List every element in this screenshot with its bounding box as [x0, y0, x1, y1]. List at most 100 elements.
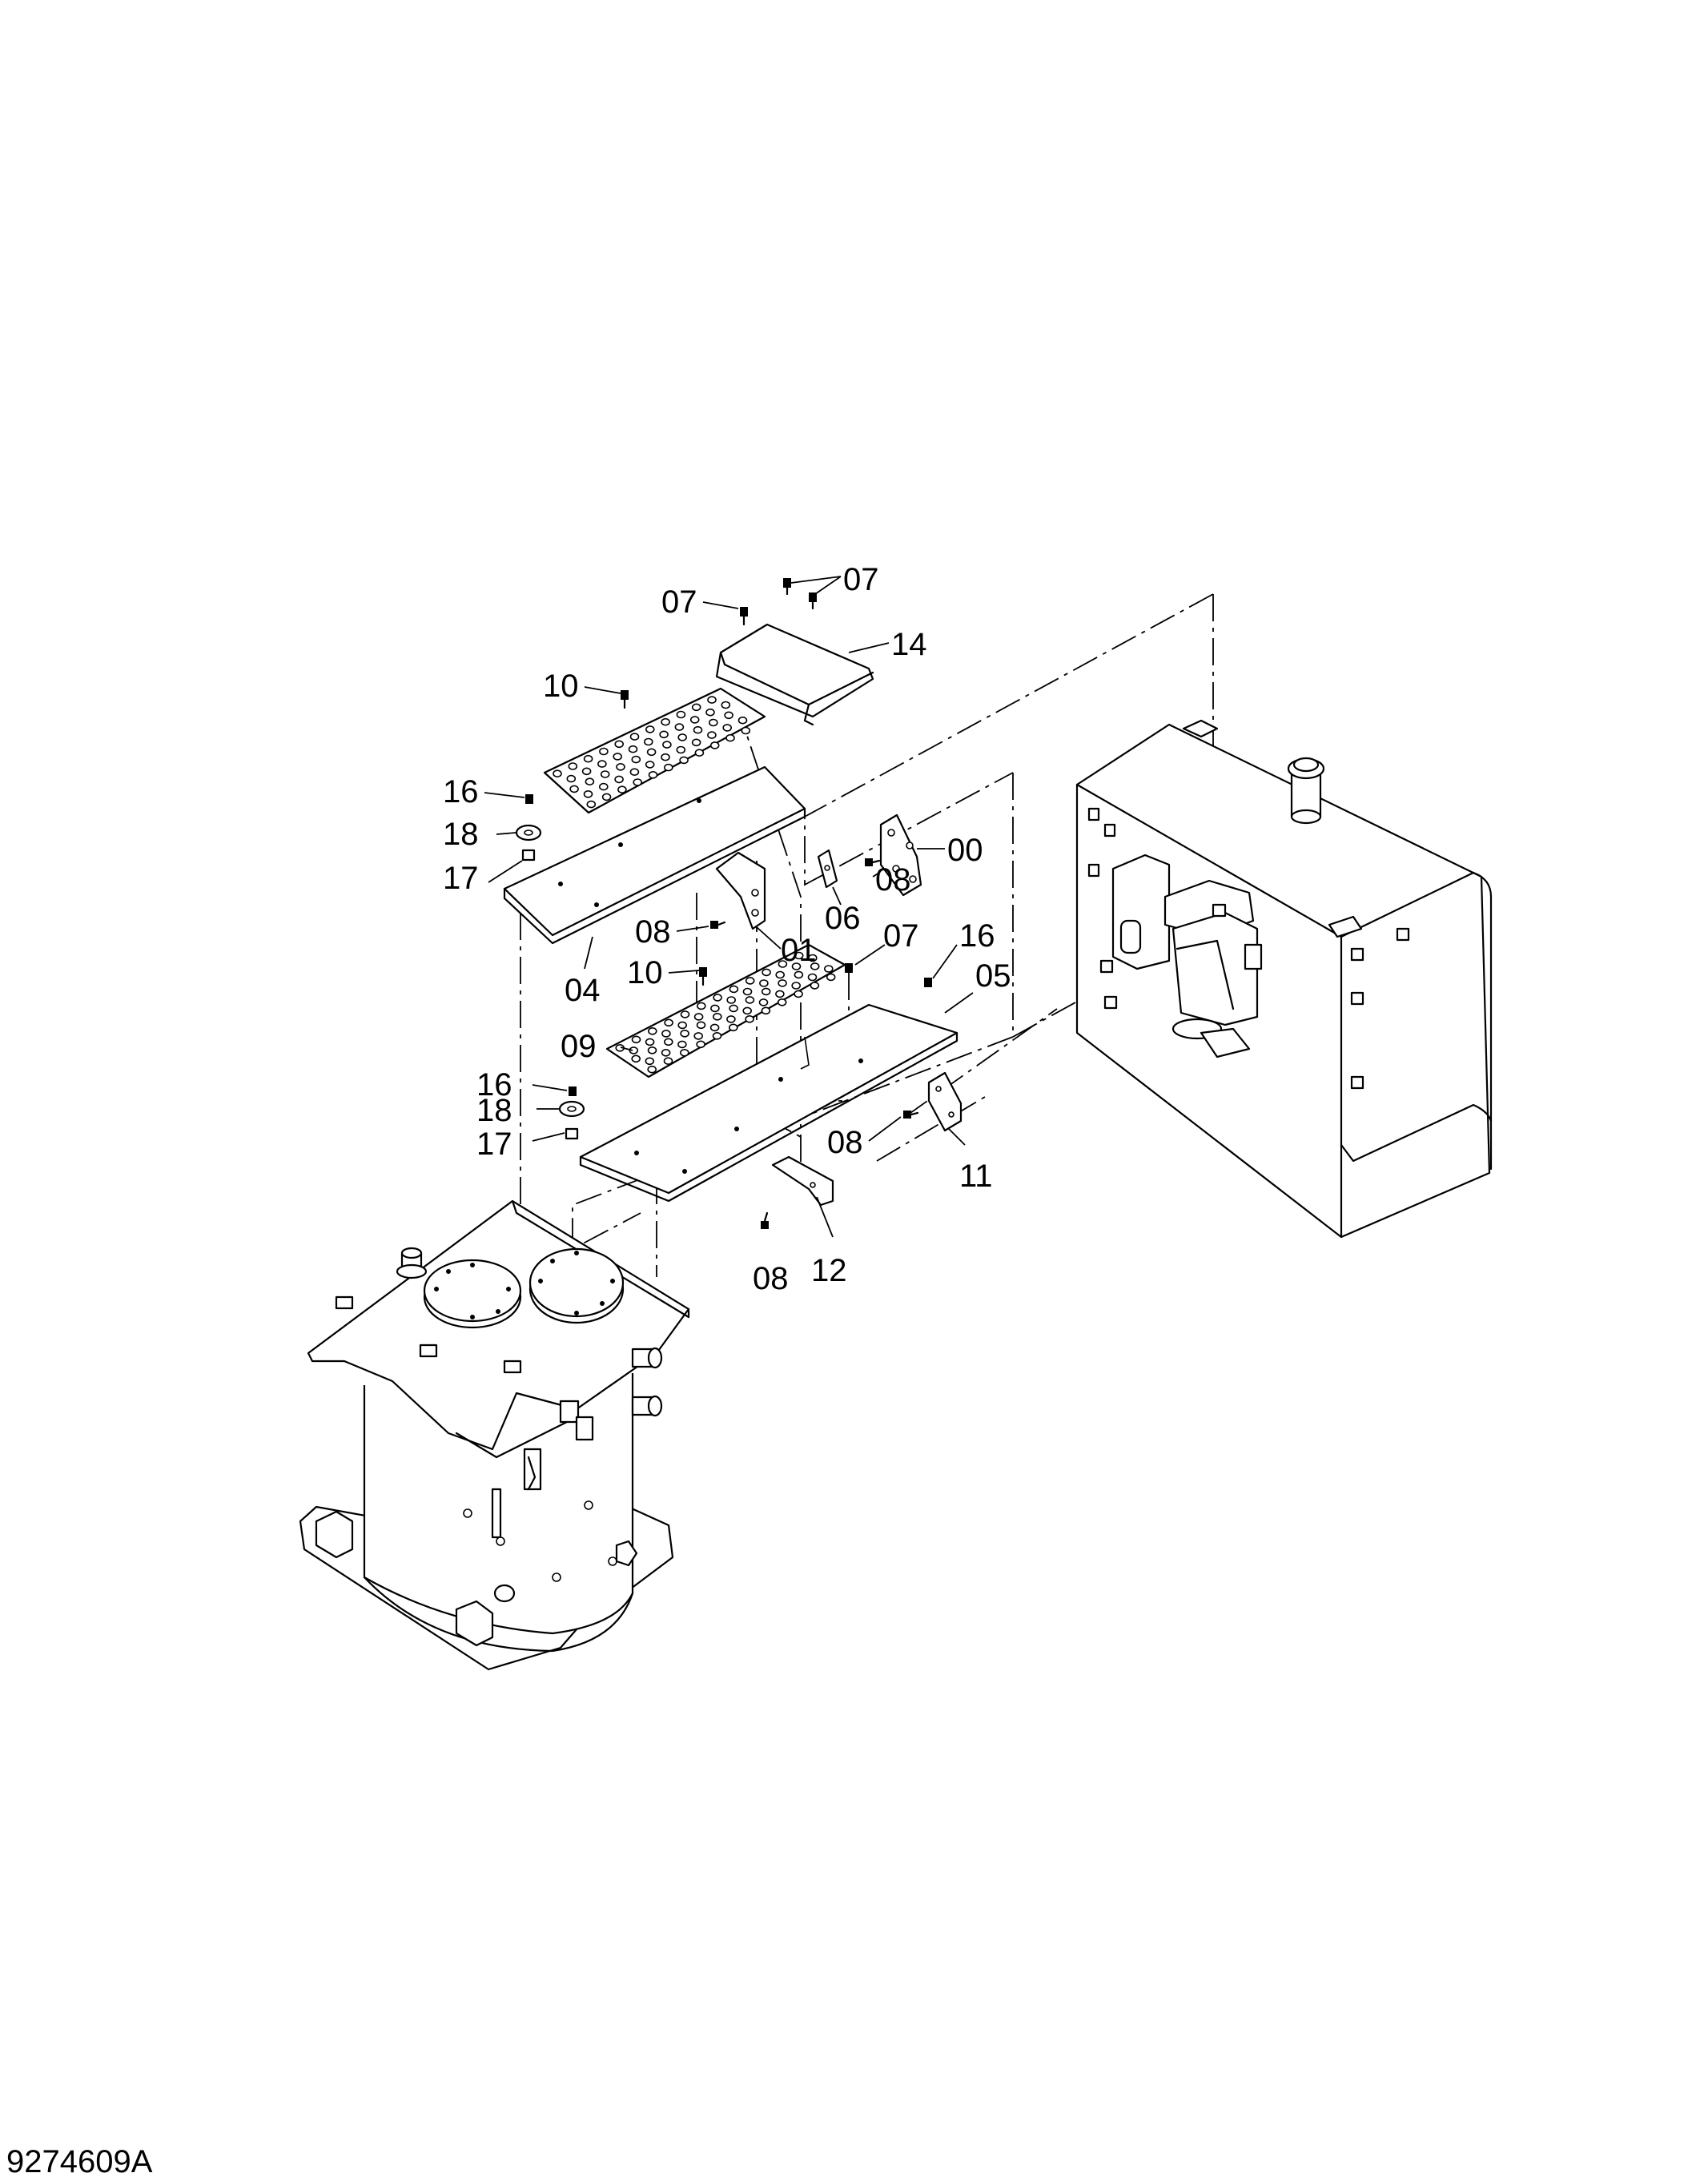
- callout-18: 18: [476, 1093, 512, 1128]
- perforation-hole: [601, 793, 612, 801]
- perforation-hole: [645, 1057, 655, 1066]
- bolt-08-a: [865, 858, 881, 866]
- perforation-hole: [705, 708, 715, 717]
- callout-10: 10: [543, 669, 579, 704]
- perforation-hole: [583, 754, 593, 763]
- perforation-hole: [680, 1010, 690, 1018]
- perforation-hole: [661, 717, 670, 726]
- fasteners: [515, 578, 932, 1229]
- perforation-hole: [628, 745, 638, 753]
- bolt-07-right: [809, 592, 817, 610]
- mount-plate-00: [879, 813, 922, 897]
- perforation-hole: [614, 775, 624, 784]
- perforation-hole: [663, 1038, 673, 1046]
- perforation-hole: [585, 777, 595, 786]
- perforation-hole: [689, 716, 700, 724]
- perforation-hole: [775, 990, 785, 998]
- perforation-hole: [662, 741, 672, 749]
- perforation-hole: [721, 701, 731, 709]
- perforation-hole: [629, 733, 640, 741]
- callout-08: 08: [827, 1125, 863, 1160]
- perforation-hole: [726, 996, 737, 1004]
- bolt-07-mid: [845, 963, 853, 973]
- perforation-hole: [696, 1002, 706, 1010]
- perforation-hole: [691, 703, 701, 712]
- perforation-hole: [568, 762, 578, 770]
- perforation-hole: [661, 1049, 671, 1057]
- bracket-12: [771, 1155, 834, 1207]
- callout-05: 05: [975, 958, 1011, 994]
- bolt-07-top: [783, 578, 791, 596]
- breather-icon: [396, 1247, 428, 1279]
- bolt-08-b: [710, 921, 726, 929]
- perforation-hole: [677, 1021, 688, 1030]
- bracket-11: [927, 1071, 963, 1132]
- perforation-hole: [725, 733, 735, 742]
- document-id: 9274609A: [6, 2144, 153, 2179]
- callout-00: 00: [947, 833, 983, 868]
- perforation-hole: [810, 962, 820, 970]
- perforation-hole: [616, 762, 625, 771]
- callout-12: 12: [811, 1253, 847, 1288]
- perforation-hole: [712, 1013, 722, 1021]
- upper-perforated-plate: [543, 687, 766, 814]
- perforation-hole: [807, 973, 818, 982]
- perforation-hole: [729, 1004, 738, 1013]
- perforation-hole: [824, 965, 834, 973]
- upper-cover-plate: [503, 765, 806, 945]
- nut-17-lower: [565, 1127, 579, 1140]
- perforation-hole: [676, 745, 686, 754]
- support-bracket-01: [715, 851, 766, 930]
- perforation-hole: [707, 696, 717, 704]
- bolt-16-upper: [525, 794, 533, 804]
- bolt-07-left: [740, 607, 748, 626]
- perforation-hole: [761, 1006, 771, 1015]
- bolt-10-upper: [621, 690, 629, 709]
- callout-18: 18: [443, 817, 479, 852]
- callout-06: 06: [825, 901, 861, 936]
- perforation-hole: [794, 970, 804, 979]
- perforation-hole: [728, 1023, 738, 1032]
- perforation-hole: [679, 1049, 689, 1057]
- washer-18-upper: [515, 824, 542, 841]
- perforation-hole: [761, 987, 771, 996]
- perforation-hole: [599, 747, 609, 756]
- top-cover-bracket: [715, 623, 874, 726]
- perforation-hole: [648, 770, 658, 779]
- callout-16: 16: [443, 774, 479, 809]
- perforation-hole: [726, 1015, 736, 1023]
- perforation-hole: [826, 973, 836, 982]
- perforation-hole: [759, 979, 769, 987]
- callout-08: 08: [875, 862, 911, 898]
- perforation-hole: [633, 778, 643, 786]
- perforation-hole: [617, 785, 627, 794]
- perforation-hole: [614, 740, 625, 749]
- perforation-hole: [694, 749, 705, 757]
- perforation-hole: [553, 769, 562, 778]
- hose-fitting-upper: [631, 1347, 663, 1369]
- perforation-hole: [586, 800, 597, 809]
- callout-08: 08: [635, 914, 671, 950]
- callout-16: 16: [959, 918, 995, 954]
- perforation-hole: [696, 1021, 706, 1030]
- perforation-hole: [646, 748, 657, 757]
- perforation-hole: [709, 1023, 720, 1032]
- perforation-hole: [661, 753, 670, 761]
- washer-18-lower: [558, 1100, 585, 1118]
- perforation-hole: [807, 954, 818, 962]
- perforation-hole: [691, 738, 701, 747]
- perforation-hole: [758, 998, 769, 1006]
- perforation-hole: [791, 982, 802, 990]
- cylindrical-tank-assembly: [299, 1199, 690, 1671]
- perforation-hole: [631, 1035, 641, 1044]
- bolt-08-c: [903, 1111, 919, 1119]
- perforation-hole: [674, 723, 685, 731]
- perforation-hole: [737, 716, 748, 725]
- perforation-hole: [598, 782, 609, 791]
- shim-plate-06: [817, 849, 838, 889]
- perforation-hole: [663, 1057, 673, 1065]
- perforation-hole: [778, 960, 788, 968]
- perforation-hole: [762, 968, 771, 977]
- perforation-hole: [709, 741, 720, 749]
